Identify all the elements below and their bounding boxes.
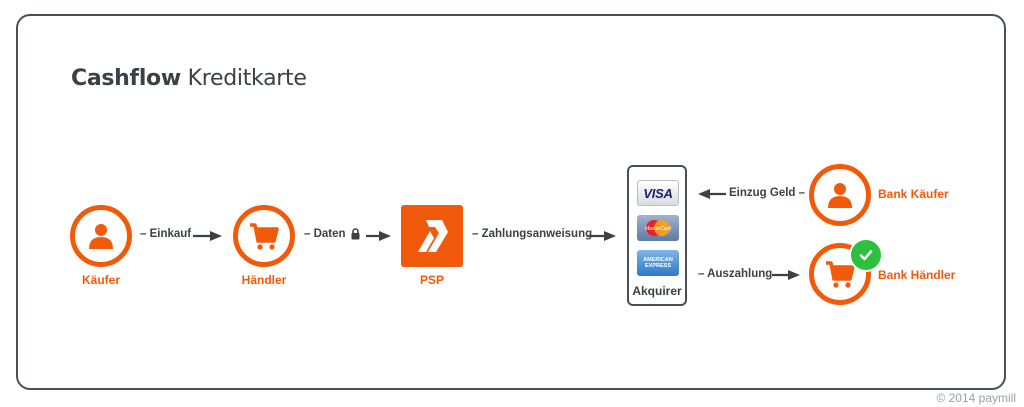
success-badge <box>849 238 883 272</box>
arrow-zahlungsanweisung <box>588 231 616 241</box>
arrow-einkauf <box>193 231 222 241</box>
user-icon <box>828 183 852 208</box>
visa-text: VISA <box>643 185 673 201</box>
bank-kaeufer-node <box>809 164 871 226</box>
arrow-daten <box>366 231 391 241</box>
akquirer-label: Akquirer <box>632 284 682 298</box>
psp-logo-icon <box>418 220 448 252</box>
zahlungsanweisung-text: – Zahlungsanweisung <box>472 228 593 240</box>
edge-label-einzug-geld: Einzug Geld – <box>729 187 805 199</box>
page-title: Cashflow Kreditkarte <box>71 66 307 91</box>
haendler-node <box>233 205 295 267</box>
cart-icon <box>826 261 855 288</box>
arrow-einzug-geld <box>698 189 726 199</box>
mastercard-logo-icon: MasterCard <box>645 220 671 236</box>
visa-card-icon: VISA <box>637 180 679 206</box>
edge-label-auszahlung: – Auszahlung <box>698 268 772 280</box>
lock-icon <box>351 228 360 240</box>
psp-node <box>401 205 463 267</box>
amex-text: AMERICAN EXPRESS <box>643 257 673 269</box>
check-icon <box>859 250 873 261</box>
title-bold: Cashflow <box>71 66 181 91</box>
edge-label-daten: – Daten <box>304 228 361 240</box>
kaeufer-label: Käufer <box>81 273 120 287</box>
mastercard-text: MasterCard <box>645 226 671 232</box>
user-icon <box>89 224 113 249</box>
arrow-auszahlung <box>772 270 800 280</box>
kaeufer-node <box>70 205 132 267</box>
edge-label-einkauf: – Einkauf <box>140 228 191 240</box>
haendler-label: Händler <box>241 273 287 287</box>
title-rest: Kreditkarte <box>180 66 307 91</box>
amex-card-icon: AMERICAN EXPRESS <box>637 250 679 276</box>
bank-kaeufer-label: Bank Käufer <box>878 187 949 201</box>
bank-haendler-label: Bank Händler <box>878 268 956 282</box>
einzug-geld-text: Einzug Geld – <box>729 187 806 199</box>
psp-label: PSP <box>419 273 444 287</box>
akquirer-node: VISA MasterCard AMERICAN EXPRESS Akquire… <box>627 165 687 306</box>
daten-text: – Daten <box>304 228 346 240</box>
mastercard-card-icon: MasterCard <box>637 215 679 241</box>
edge-label-zahlungsanweisung: – Zahlungsanweisung <box>472 228 592 240</box>
cart-icon <box>250 223 279 250</box>
auszahlung-text: – Auszahlung <box>698 268 773 280</box>
einkauf-text: – Einkauf <box>140 228 192 240</box>
copyright: © 2014 paymill <box>936 391 1016 405</box>
